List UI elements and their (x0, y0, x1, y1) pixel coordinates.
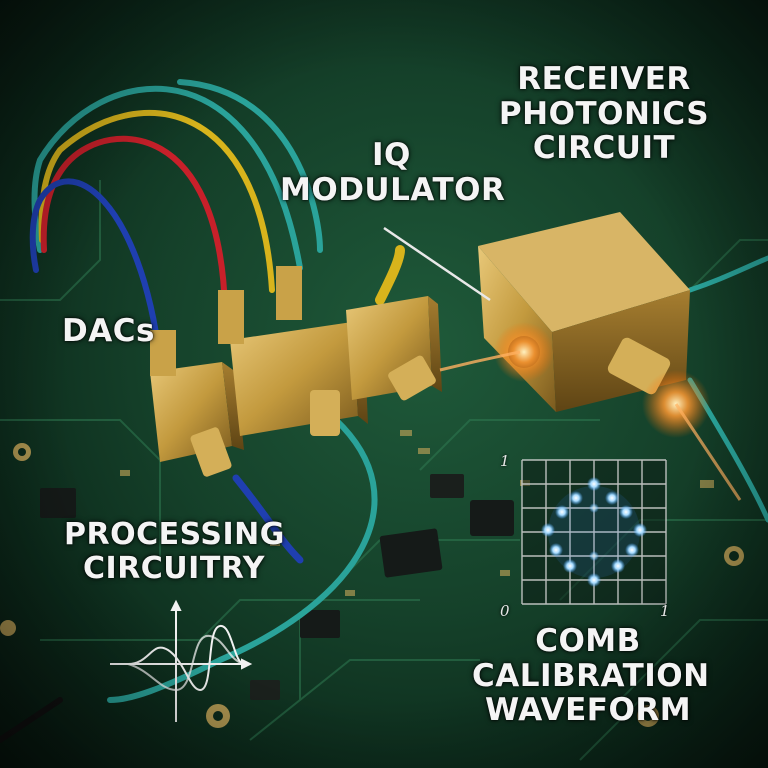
comb-label-line-3: WAVEFORM (484, 692, 692, 729)
comb-label-line-2: CALIBRATION (472, 657, 710, 694)
constellation-y-top-tick: 1 (500, 452, 510, 470)
constellation-x-right-tick: 1 (660, 602, 670, 620)
iq-label-line-1: IQ (372, 137, 411, 173)
comb-calibration-label: COMB CALIBRATION WAVEFORM (472, 623, 710, 729)
receiver-label-line-3: CIRCUIT (532, 130, 676, 167)
receiver-photonics-label: RECEIVER PHOTONICS CIRCUIT (484, 62, 724, 166)
receiver-label-line-1: RECEIVER (517, 61, 691, 97)
dacs-label: DACs (62, 313, 155, 349)
constellation-origin-tick: 0 (500, 602, 510, 620)
processing-label-line-2: CIRCUITRY (83, 550, 265, 586)
processing-label-line-1: PROCESSING (64, 517, 285, 552)
processing-circuitry-label: PROCESSING CIRCUITRY (64, 518, 284, 585)
comb-label-line-1: COMB (535, 623, 641, 659)
iq-label-line-2: MODULATOR (280, 171, 506, 208)
iq-modulator-label: IQ MODULATOR (280, 137, 505, 207)
receiver-label-line-2: PHOTONICS (498, 95, 710, 132)
